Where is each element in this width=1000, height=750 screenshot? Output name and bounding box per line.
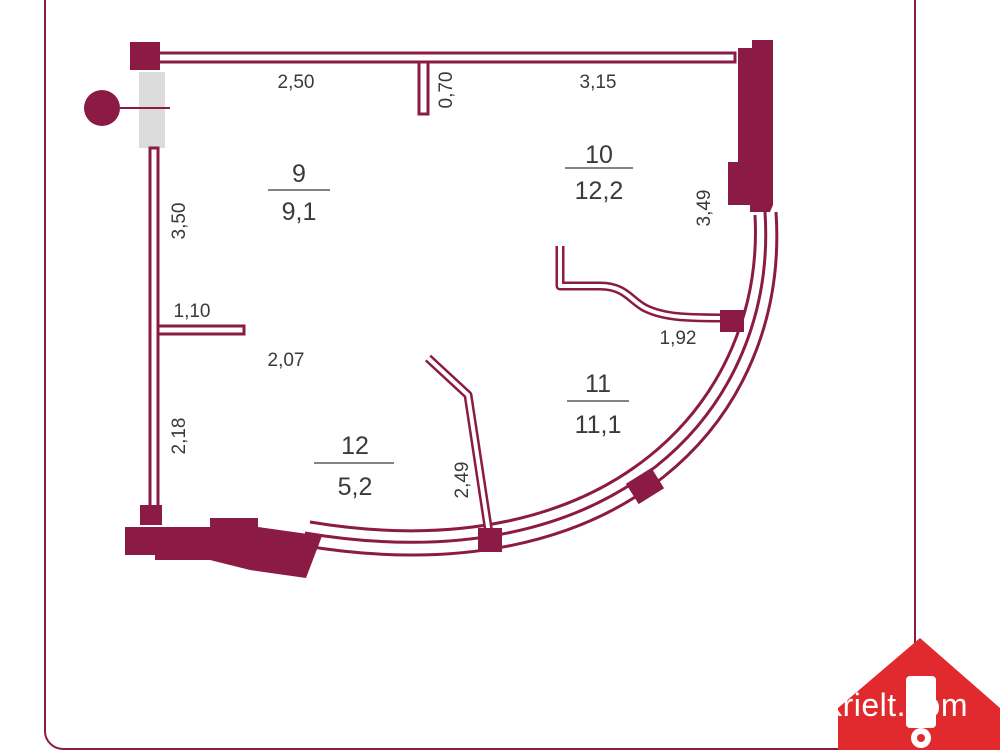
room-area: 11,1 <box>575 411 622 439</box>
plan-frame <box>44 0 916 750</box>
partition-curved <box>555 246 744 332</box>
room-12-label: 12 5,2 <box>314 432 394 501</box>
dim-right-upper: 3,49 <box>694 190 715 227</box>
bottom-left-wall <box>125 505 322 578</box>
room-area: 9,1 <box>282 198 317 226</box>
dim-top-right: 3,15 <box>580 72 617 93</box>
dim-partition-diagonal: 2,49 <box>452 462 473 499</box>
room-number: 12 <box>341 432 369 460</box>
room-area: 5,2 <box>338 473 373 501</box>
room-number: 10 <box>585 141 613 169</box>
watermark-site: omskrielt.com <box>764 687 968 723</box>
dim-niche: 0,70 <box>436 72 457 109</box>
room-area: 12,2 <box>575 177 624 205</box>
room-11-label: 11 11,1 <box>567 370 629 439</box>
wall-niche <box>417 60 430 116</box>
room-number: 9 <box>292 160 306 188</box>
room-10-label: 10 12,2 <box>565 141 633 205</box>
dim-left-lower: 2,18 <box>169 418 190 455</box>
room-9-label: 9 9,1 <box>268 160 330 226</box>
partition-diagonal <box>424 354 502 552</box>
room-number: 11 <box>585 370 611 398</box>
dim-left-upper: 3,50 <box>169 203 190 240</box>
entrance-door-icon <box>84 72 170 148</box>
dim-partition-left: 1,10 <box>174 301 211 322</box>
dim-partition-right-mid: 2,07 <box>268 350 305 371</box>
right-wall <box>728 40 773 212</box>
column-block <box>625 467 665 505</box>
dim-partition-curved: 1,92 <box>660 328 697 349</box>
house-key-icon <box>838 638 1000 750</box>
partition-left <box>156 324 246 336</box>
top-wall <box>130 42 737 70</box>
curved-outer-wall <box>299 211 779 557</box>
dim-top-left: 2,50 <box>278 72 315 93</box>
